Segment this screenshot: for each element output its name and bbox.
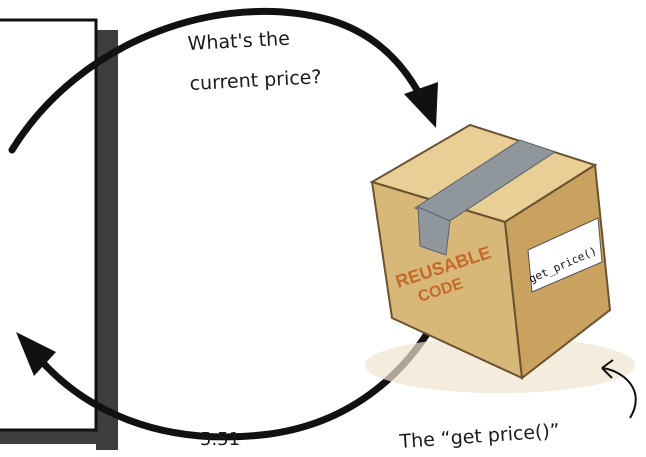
return-value-text: 5.51 [200,429,240,450]
program-panel [0,20,118,450]
reusable-code-box: REUSABLE CODE get_price() [365,125,635,393]
question-text-line1: What's the [187,28,290,55]
panel-shadow [96,30,118,450]
request-arrow-head [404,82,438,128]
question-text-line2: current price? [189,66,322,95]
function-caption-text: The “get price()” [398,420,561,453]
